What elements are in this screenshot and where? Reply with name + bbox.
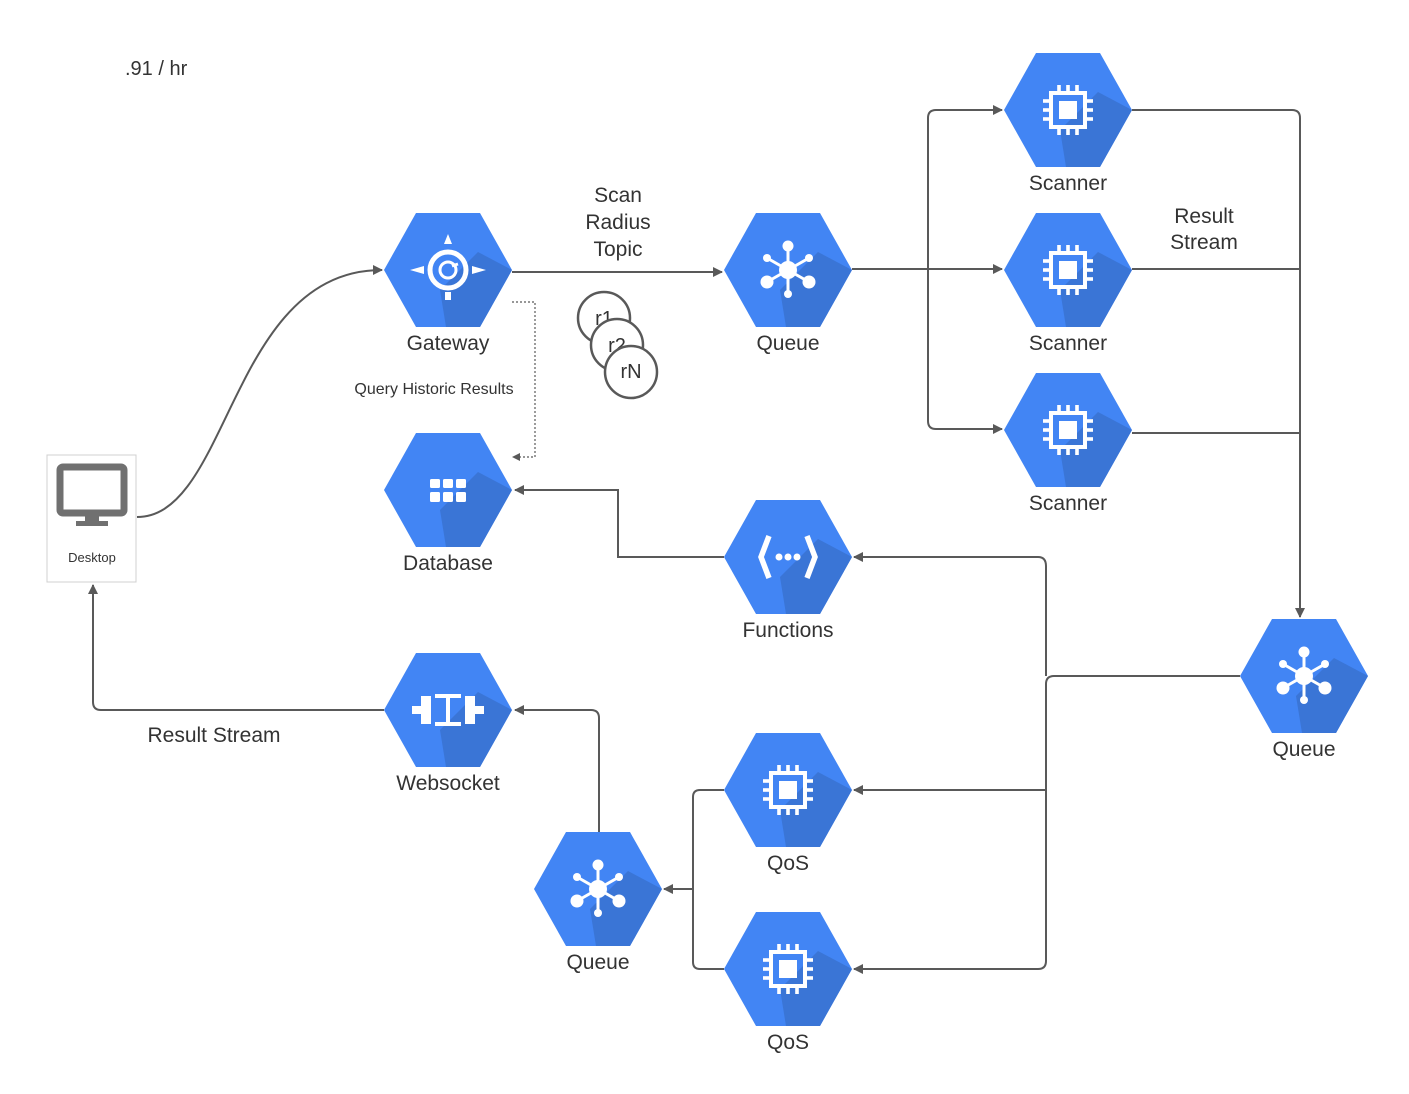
edge-functions-database bbox=[514, 485, 724, 558]
desktop-label: Desktop bbox=[68, 550, 116, 565]
scanner-2-node[interactable]: Scanner bbox=[1004, 213, 1132, 355]
hexagon-shadow bbox=[1060, 252, 1132, 327]
hexagon-shadow bbox=[780, 951, 852, 1026]
hub-icon bbox=[570, 859, 626, 917]
edge-scanners-queue bbox=[1132, 109, 1305, 618]
functions-label: Functions bbox=[742, 619, 833, 642]
edge-desktop-gateway bbox=[136, 265, 383, 518]
connector-icon bbox=[412, 694, 484, 726]
chip-icon bbox=[763, 765, 813, 815]
desktop-node[interactable]: Desktop bbox=[46, 454, 137, 583]
qos-2-label: QoS bbox=[767, 1031, 809, 1054]
queue-bottom-node[interactable]: Queue bbox=[534, 832, 662, 974]
database-node[interactable]: Database bbox=[384, 433, 512, 575]
scan-topic-line2: Radius bbox=[585, 211, 650, 234]
hub-icon bbox=[760, 240, 816, 298]
query-historic-label: Query Historic Results bbox=[354, 381, 513, 398]
queue-bottom-label: Queue bbox=[566, 951, 629, 974]
monitor-icon bbox=[56, 463, 128, 526]
gateway-label: Gateway bbox=[407, 332, 490, 355]
queue-right-node[interactable]: Queue bbox=[1240, 619, 1368, 761]
queue-top-label: Queue bbox=[756, 332, 819, 355]
hub-icon bbox=[1276, 646, 1332, 704]
edge-qos-queue bbox=[692, 789, 724, 970]
edge-labels: Scan Radius Topic Result Stream Query Hi… bbox=[147, 184, 1237, 747]
queue-right-label: Queue bbox=[1272, 738, 1335, 761]
hexagon-shadow bbox=[590, 871, 662, 946]
hexagon-shadow bbox=[1296, 658, 1368, 733]
edge-gateway-database bbox=[512, 301, 536, 461]
hexagon-shadow bbox=[780, 772, 852, 847]
chip-icon bbox=[1043, 245, 1093, 295]
edge-queue-consumers bbox=[853, 675, 1240, 974]
websocket-label: Websocket bbox=[396, 772, 500, 795]
hexagon-shadow bbox=[1060, 412, 1132, 487]
scanner-2-label: Scanner bbox=[1029, 332, 1107, 355]
result-stream-left-label: Result Stream bbox=[147, 724, 280, 747]
chip-icon bbox=[1043, 85, 1093, 135]
scan-topic-line3: Topic bbox=[593, 238, 642, 261]
edge-queue-websocket bbox=[514, 705, 600, 833]
hexagon-shadow bbox=[780, 252, 852, 327]
rate-text: .91 / hr bbox=[125, 58, 188, 80]
functions-icon bbox=[758, 535, 818, 579]
hexagon-shadow bbox=[440, 252, 512, 327]
scan-topic-line1: Scan bbox=[594, 184, 642, 207]
scanner-3-label: Scanner bbox=[1029, 492, 1107, 515]
gateway-node[interactable]: Gateway bbox=[384, 213, 512, 355]
websocket-node[interactable]: Websocket bbox=[384, 653, 512, 795]
connectors bbox=[88, 105, 1305, 974]
partition-rN: rN bbox=[620, 361, 641, 383]
edge-websocket-desktop bbox=[88, 584, 384, 711]
chip-icon bbox=[1043, 405, 1093, 455]
qos-2-node[interactable]: QoS bbox=[724, 912, 852, 1054]
partition-circles: r1 r2 rN bbox=[576, 290, 659, 400]
queue-top-node[interactable]: Queue bbox=[724, 213, 852, 355]
grid-icon bbox=[430, 479, 466, 502]
scanner-1-node[interactable]: Scanner bbox=[1004, 53, 1132, 195]
hexagon-shadow bbox=[780, 539, 852, 614]
hexagon-shadow bbox=[440, 472, 512, 547]
gateway-icon bbox=[410, 234, 486, 300]
functions-node[interactable]: Functions bbox=[724, 500, 852, 642]
result-stream-right-line2: Stream bbox=[1170, 231, 1238, 254]
qos-1-label: QoS bbox=[767, 852, 809, 875]
hexagon-shadow bbox=[1060, 92, 1132, 167]
scanner-1-label: Scanner bbox=[1029, 172, 1107, 195]
qos-1-node[interactable]: QoS bbox=[724, 733, 852, 875]
hexagon-shadow bbox=[440, 692, 512, 767]
chip-icon bbox=[763, 944, 813, 994]
scanner-3-node[interactable]: Scanner bbox=[1004, 373, 1132, 515]
result-stream-right-line1: Result bbox=[1174, 205, 1234, 228]
database-label: Database bbox=[403, 552, 493, 575]
